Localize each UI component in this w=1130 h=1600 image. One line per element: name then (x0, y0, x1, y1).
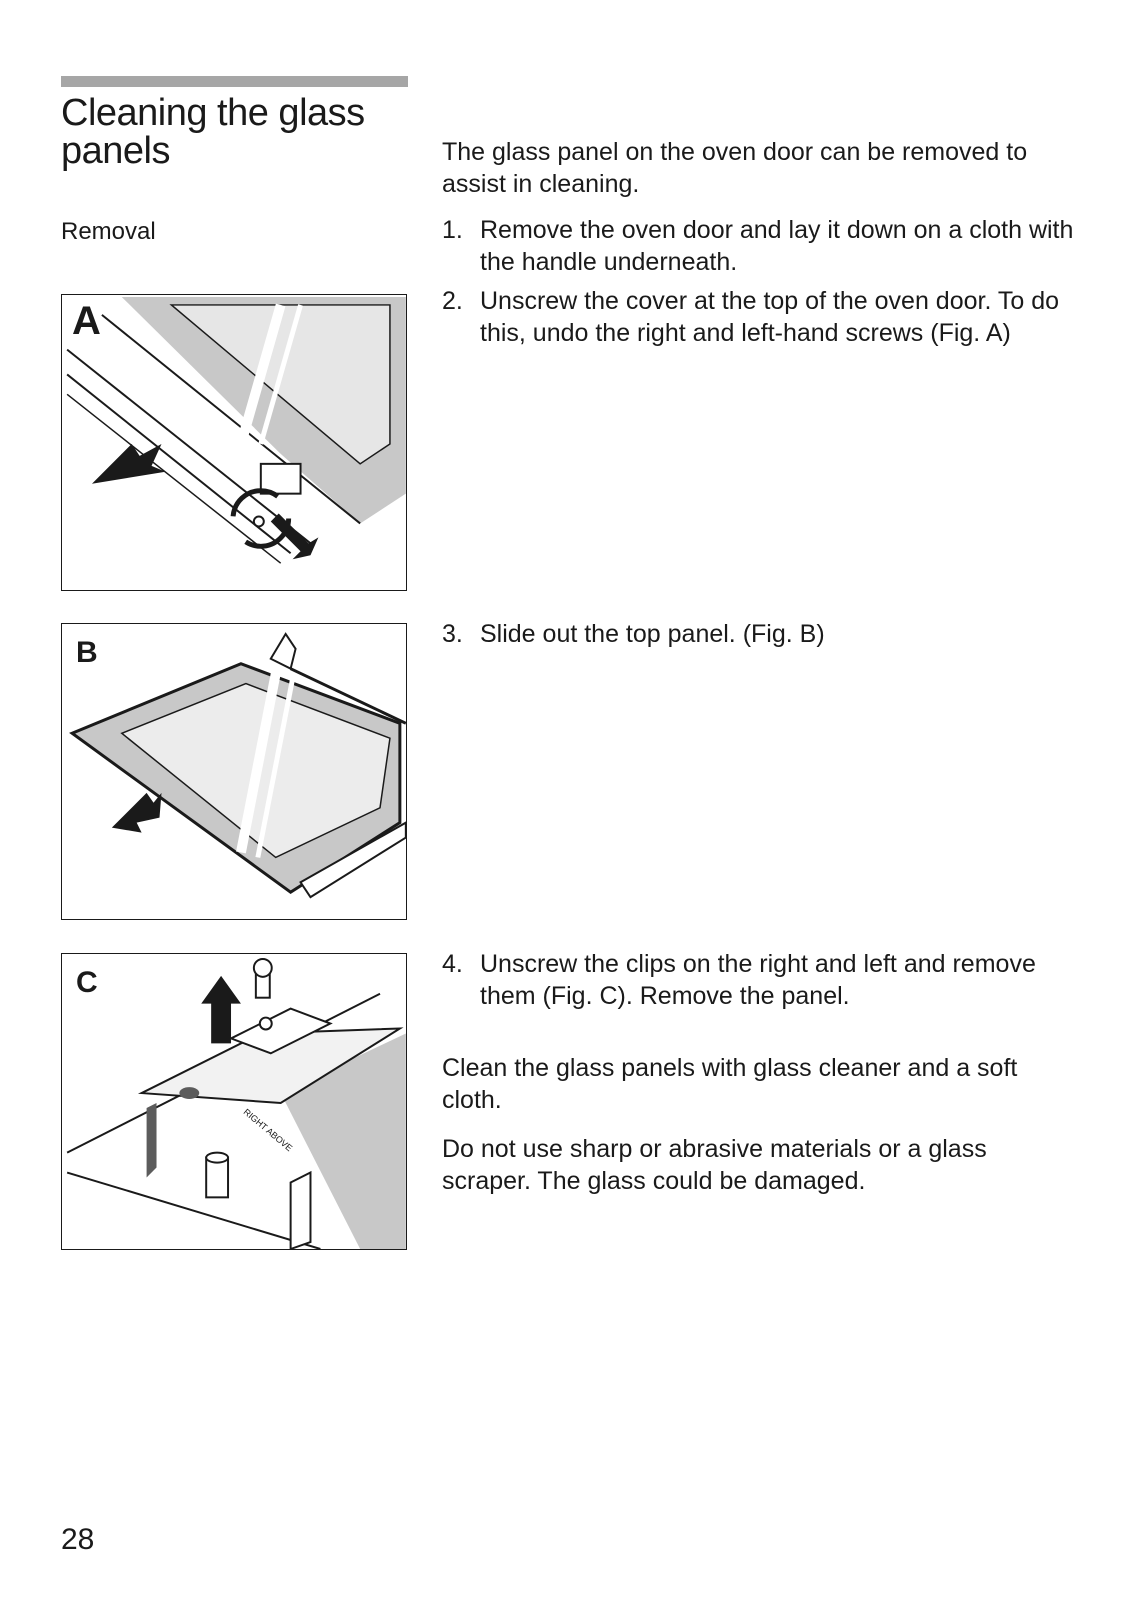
note-warning-text: Do not use sharp or abrasive materials o… (442, 1135, 987, 1195)
subheading-removal: Removal (61, 218, 156, 245)
step-1-text: Remove the oven door and lay it down on … (480, 216, 1074, 276)
step-1-number: 1. (442, 216, 463, 244)
step-4: 4. Unscrew the clips on the right and le… (442, 948, 1082, 1012)
note-warning: Do not use sharp or abrasive materials o… (442, 1133, 1082, 1197)
figure-b-illustration (69, 632, 406, 899)
figure-a-illustration (66, 296, 406, 564)
figure-c: C RIGHT ABOVE (61, 953, 407, 1250)
figure-c-illustration: RIGHT ABOVE (66, 957, 406, 1249)
figure-a: A (61, 294, 407, 591)
section-rule (61, 76, 408, 87)
step-4-text: Unscrew the clips on the right and left … (480, 950, 1036, 1010)
intro-text: The glass panel on the oven door can be … (442, 138, 1028, 198)
step-2-number: 2. (442, 287, 463, 315)
step-2-text: Unscrew the cover at the top of the oven… (480, 287, 1060, 347)
intro-paragraph: The glass panel on the oven door can be … (442, 136, 1082, 200)
step-3-text: Slide out the top panel. (Fig. B) (480, 620, 825, 648)
note-cleaning: Clean the glass panels with glass cleane… (442, 1052, 1082, 1116)
step-3-number: 3. (442, 620, 463, 648)
page-title: Cleaning the glass panels (61, 92, 365, 172)
step-1: 1. Remove the oven door and lay it down … (442, 214, 1082, 278)
figure-b: B (61, 623, 407, 920)
note-cleaning-text: Clean the glass panels with glass cleane… (442, 1054, 1018, 1114)
step-2: 2. Unscrew the cover at the top of the o… (442, 285, 1082, 349)
step-3: 3. Slide out the top panel. (Fig. B) (442, 618, 1082, 650)
step-4-number: 4. (442, 950, 463, 978)
right-above-marking: RIGHT ABOVE (242, 1107, 295, 1153)
figure-c-label: C (76, 966, 98, 999)
figure-b-label: B (76, 636, 98, 669)
figure-a-label: A (72, 299, 101, 343)
page-number: 28 (61, 1523, 95, 1556)
